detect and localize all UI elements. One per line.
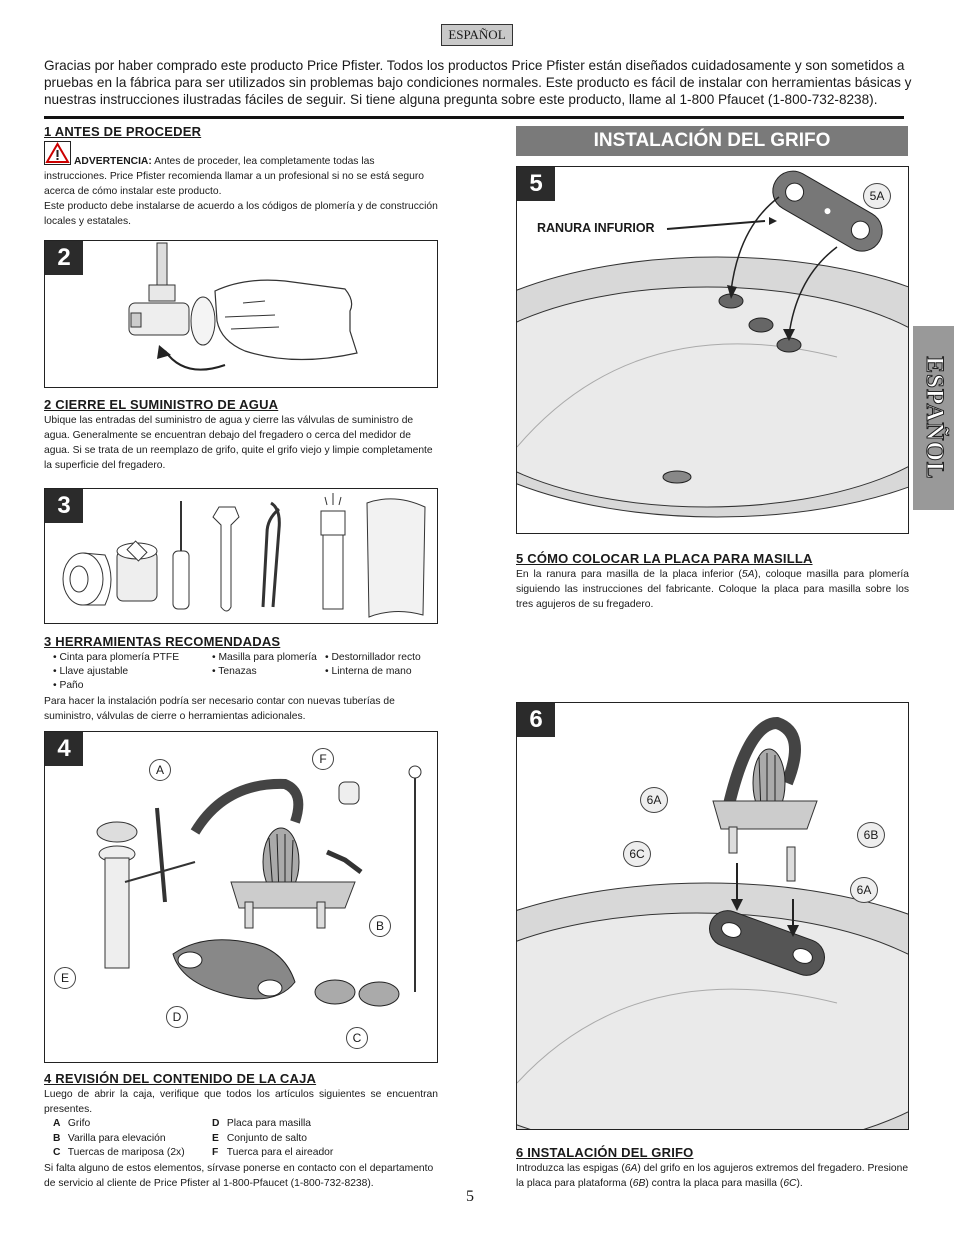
tool-item: • Tenazas — [212, 666, 257, 677]
tools-list-col1: • Cinta para plomería PTFE • Llave ajust… — [53, 651, 179, 693]
part-item: C Tuercas de mariposa (2x) — [53, 1147, 185, 1158]
box-contents-illustration — [96, 765, 422, 1007]
header-rule — [44, 116, 904, 119]
step3-title: 3 HERRAMIENTAS RECOMENDADAS — [44, 634, 281, 649]
tool-item: • Paño — [53, 680, 84, 691]
section1-text: ADVERTENCIA: Antes de proceder, lea comp… — [44, 154, 438, 229]
tool-item: • Cinta para plomería PTFE — [53, 652, 180, 663]
slot-label: RANURA INFURIOR — [537, 221, 655, 235]
shutoff-valve-hand-illustration — [128, 242, 358, 371]
callout-5a: 5A — [863, 183, 891, 209]
tools-list-col2: • Masilla para plomería • Tenazas — [212, 651, 317, 679]
sink-putty-plate-illustration — [517, 170, 908, 518]
language-side-tab: ESPAÑOL — [913, 326, 954, 510]
callout-f: F — [312, 748, 334, 770]
step5-title: 5 CÓMO COLOCAR LA PLACA PARA MASILLA — [516, 551, 813, 566]
tool-item: • Masilla para plomería — [212, 652, 317, 663]
language-tag: ESPAÑOL — [441, 24, 513, 46]
step3-number: 3 — [45, 489, 83, 523]
step3-illustration: 3 — [44, 488, 438, 624]
pliers-icon — [261, 501, 281, 608]
step6-number: 6 — [517, 703, 555, 737]
step6-text: Introduzca las espigas (6A) del grifo en… — [516, 1163, 909, 1189]
section1-title: 1 ANTES DE PROCEDER — [44, 124, 202, 139]
intro-paragraph: Gracias por haber comprado este producto… — [44, 58, 912, 107]
step2-text: Ubique las entradas del suministro de ag… — [44, 415, 433, 471]
parts-list-left: A Grifo B Varilla para elevación C Tuerc… — [53, 1117, 185, 1161]
callout-c: C — [346, 1027, 368, 1049]
step2-illustration: 2 — [44, 240, 438, 388]
warning-text: Antes de proceder, lea completamente tod… — [44, 156, 425, 197]
tools-illustration — [62, 493, 426, 618]
callout-b: B — [369, 915, 391, 937]
step5-number: 5 — [517, 167, 555, 201]
callout-6a-top: 6A — [640, 787, 668, 813]
callout-d: D — [166, 1006, 188, 1028]
step2-title: 2 CIERRE EL SUMINISTRO DE AGUA — [44, 397, 279, 412]
step5-text: En la ranura para masilla de la placa in… — [516, 569, 910, 610]
step2-number: 2 — [45, 241, 83, 275]
cloth-icon — [366, 498, 426, 618]
step3-text: Para hacer la instalación podría ser nec… — [44, 696, 395, 722]
codes-text: Este producto debe instalarse de acuerdo… — [44, 201, 438, 227]
step4-title: 4 REVISIÓN DEL CONTENIDO DE LA CAJA — [44, 1071, 317, 1086]
warning-icon — [44, 141, 71, 165]
tool-item: • Llave ajustable — [53, 666, 129, 677]
plumbers-putty-icon — [116, 540, 158, 602]
part-item: F Tuerca para el aireador — [212, 1147, 334, 1158]
ptfe-tape-icon — [62, 552, 112, 606]
step6-title: 6 INSTALACIÓN DEL GRIFO — [516, 1145, 694, 1160]
install-header: INSTALACIÓN DEL GRIFO — [516, 126, 908, 156]
page-number: 5 — [466, 1188, 474, 1205]
callout-6c: 6C — [623, 841, 651, 867]
adjustable-wrench-icon — [212, 506, 240, 612]
step6-illustration: 6 6A 6B 6C 6A — [516, 702, 909, 1130]
callout-e: E — [54, 967, 76, 989]
side-tab-label: ESPAÑOL — [920, 356, 948, 480]
part-item: B Varilla para elevación — [53, 1132, 166, 1144]
callout-6b: 6B — [857, 822, 885, 848]
callout-a: A — [149, 759, 171, 781]
step4-text2: Si falta alguno de estos elementos, sírv… — [44, 1163, 434, 1189]
tools-list-col3: • Destornillador recto • Linterna de man… — [325, 651, 421, 679]
flashlight-icon — [320, 493, 346, 610]
step4-text: Luego de abrir la caja, verifique que to… — [44, 1089, 438, 1115]
callout-6a-bottom: 6A — [850, 877, 878, 903]
step4-illustration: 4 A B C D E F — [44, 731, 438, 1063]
step5-illustration: 5 5A RANURA INFURIOR — [516, 166, 909, 534]
screwdriver-icon — [172, 501, 190, 610]
tool-item: • Destornillador recto — [325, 652, 421, 663]
step4-number: 4 — [45, 732, 83, 766]
part-item: A Grifo — [53, 1118, 91, 1129]
faucet-install-illustration — [517, 716, 908, 1129]
warning-label: ADVERTENCIA: — [74, 156, 152, 167]
part-item: D Placa para masilla — [212, 1118, 312, 1129]
parts-list-right: D Placa para masilla E Conjunto de salto… — [212, 1117, 333, 1161]
tool-item: • Linterna de mano — [325, 666, 412, 677]
part-item: E Conjunto de salto — [212, 1132, 308, 1144]
